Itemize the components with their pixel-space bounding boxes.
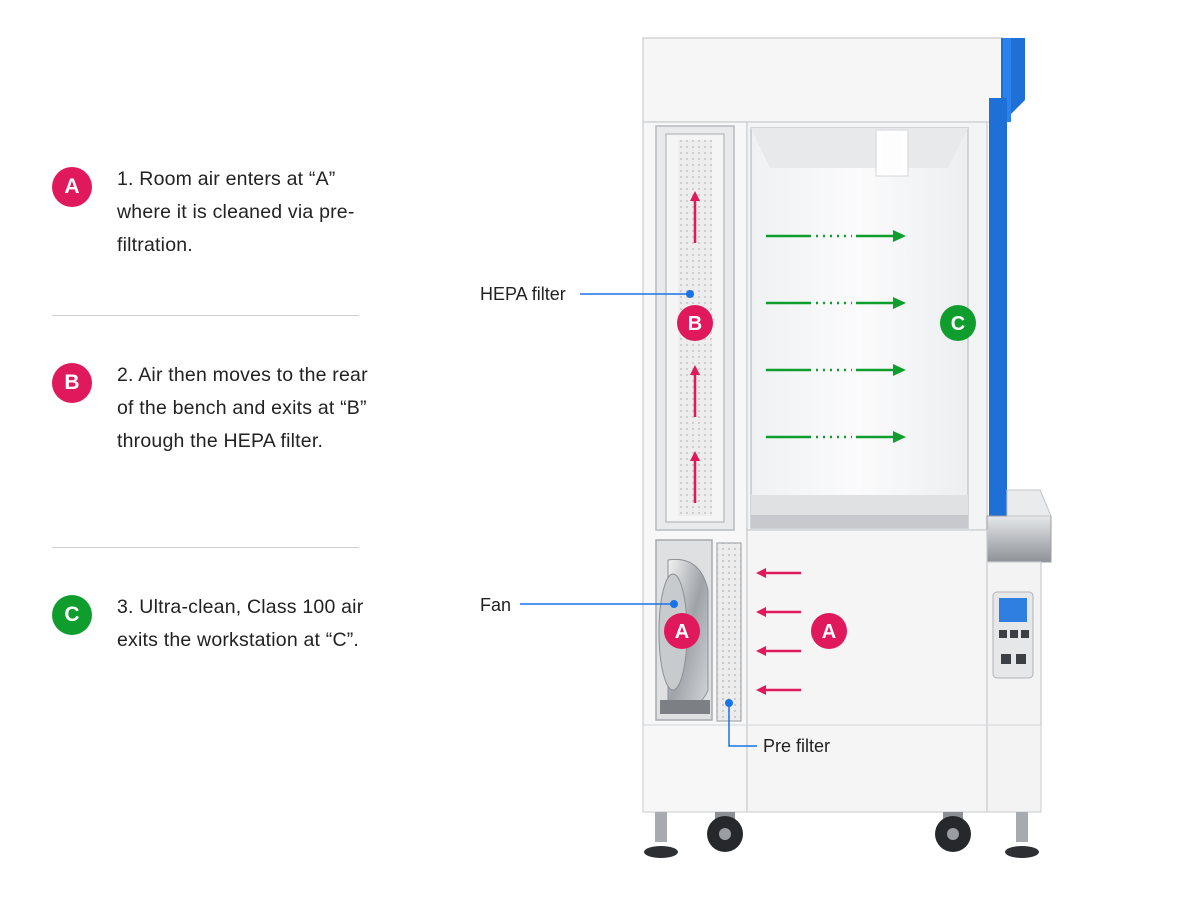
side-panel: [989, 98, 1007, 518]
right-dotted-arrow-icon: [766, 230, 906, 242]
step-b-badge: B: [52, 363, 92, 403]
svg-text:B: B: [688, 313, 702, 335]
pre-filter-grille: [716, 542, 742, 722]
control-panel: [992, 591, 1034, 679]
callout-fan-label: Fan: [480, 595, 511, 615]
callout-hepa: HEPA filter: [480, 284, 694, 304]
work-surface: [986, 489, 1052, 563]
step-c-badge: C: [52, 595, 92, 635]
step-a-badge: A: [52, 167, 92, 207]
intake-airflow: [756, 568, 801, 695]
svg-text:C: C: [951, 313, 965, 335]
cabinet-top: [642, 37, 1025, 123]
badge-a-fan: A: [664, 613, 700, 649]
callout-prefilter: Pre filter: [725, 699, 830, 756]
callout-hepa-label: HEPA filter: [480, 284, 566, 304]
outflow-airflow: [766, 230, 906, 443]
callout-fan: Fan: [480, 595, 678, 615]
right-dotted-arrow-icon: [766, 364, 906, 376]
right-dotted-arrow-icon: [766, 431, 906, 443]
step-c-text: 3. Ultra-clean, Class 100 air exits the …: [117, 596, 364, 651]
work-chamber: [746, 121, 988, 531]
svg-text:A: A: [822, 621, 836, 643]
badge-b-hepa: B: [677, 305, 713, 341]
badge-c-outflow: C: [940, 305, 976, 341]
divider-2: [52, 547, 359, 548]
step-b-text: 2. Air then moves to the rear of the ben…: [117, 364, 368, 452]
badge-a-intake: A: [811, 613, 847, 649]
svg-text:A: A: [675, 621, 689, 643]
right-dotted-arrow-icon: [766, 297, 906, 309]
divider-1: [52, 315, 359, 316]
callout-prefilter-label: Pre filter: [763, 736, 830, 756]
casters: [644, 812, 1039, 858]
step-a-text: 1. Room air enters at “A” where it is cl…: [117, 168, 355, 256]
